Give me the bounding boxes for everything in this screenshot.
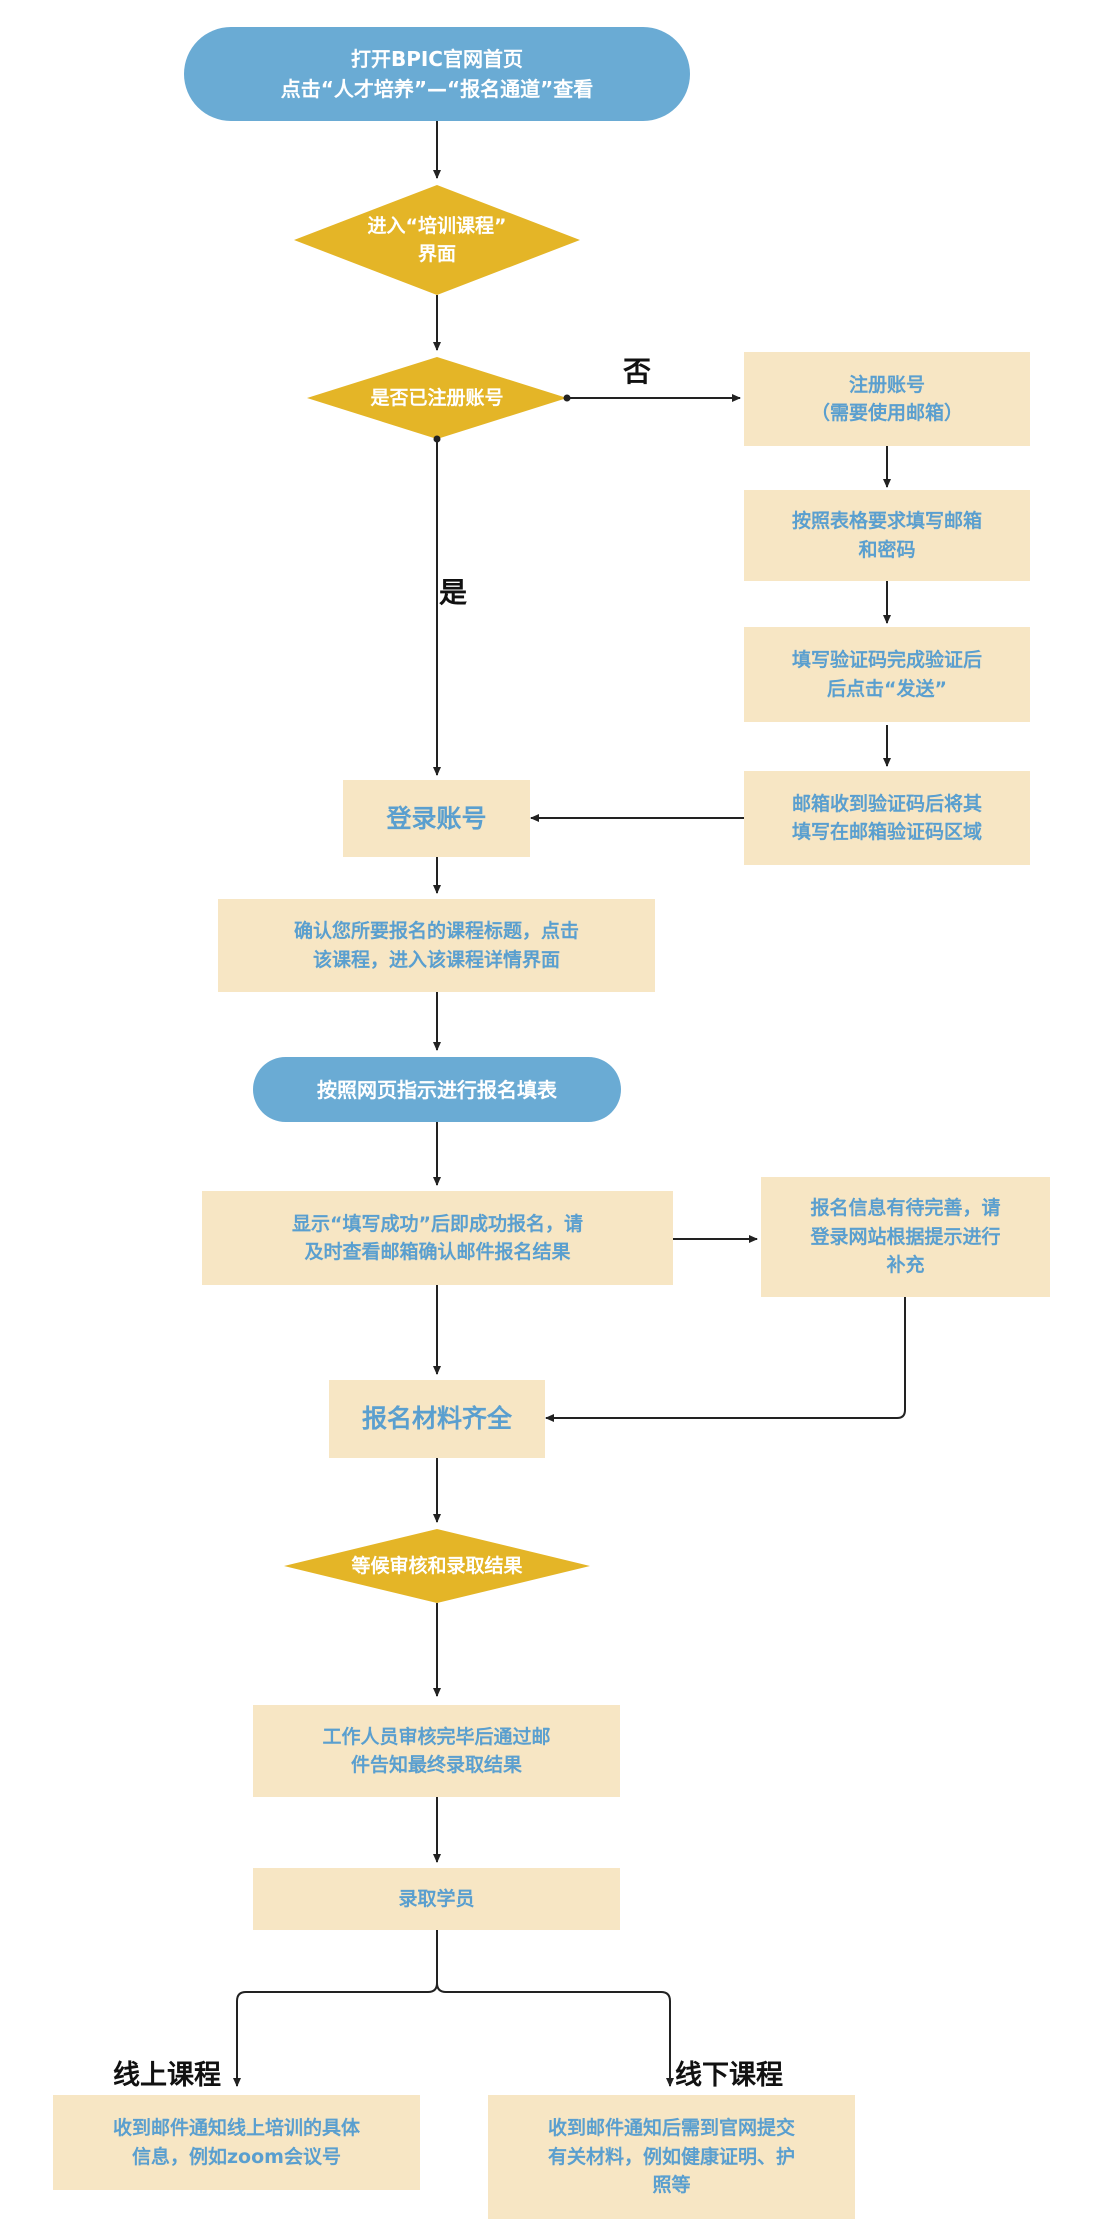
enter-courses-line-1: 进入“培训课程” <box>367 214 507 237</box>
online-info-box: 收到邮件通知线上培训的具体 信息，例如zoom会议号 <box>53 2095 420 2190</box>
show-success-line-1: 显示“填写成功”后即成功报名，请 <box>292 1212 583 1235</box>
registered-check-decision: 是否已注册账号 <box>307 357 567 439</box>
fill-form-node: 按照网页指示进行报名填表 <box>253 1057 621 1122</box>
enter-courses-line-2: 界面 <box>417 243 456 265</box>
decision-diamond-enter-courses <box>294 185 580 295</box>
edge-label-no: 否 <box>623 355 652 388</box>
fill-email-line-1: 按照表格要求填写邮箱 <box>791 510 982 532</box>
confirm-course-line-1: 确认您所要报名的课程标题，点击 <box>293 920 579 942</box>
staff-review-line-2: 件告知最终录取结果 <box>350 1754 522 1776</box>
offline-info-line-1: 收到邮件通知后需到官网提交 <box>547 2117 795 2140</box>
register-account-line-2: （需要使用邮箱） <box>810 402 963 424</box>
edge-pending-to-materials <box>545 1297 906 1422</box>
edge-label-yes: 是 <box>439 576 468 609</box>
edge-label-offline: 线下课程 <box>675 2060 783 2091</box>
edge-admitted-split <box>233 1930 438 2087</box>
wait-review-label: 等候审核和录取结果 <box>351 1554 523 1577</box>
offline-info-box: 收到邮件通知后需到官网提交 有关材料，例如健康证明、护 照等 <box>488 2095 855 2219</box>
enter-courses-decision: 进入“培训课程” 界面 <box>294 185 580 295</box>
start-line-1: 打开BPIC官网首页 <box>350 47 523 71</box>
show-success-box: 显示“填写成功”后即成功报名，请 及时查看邮箱确认邮件报名结果 <box>202 1191 673 1285</box>
materials-complete-box: 报名材料齐全 <box>329 1380 545 1458</box>
email-code-line-1: 邮箱收到验证码后将其 <box>791 792 982 815</box>
register-account-box: 注册账号 （需要使用邮箱） <box>744 352 1030 446</box>
fill-email-line-2: 和密码 <box>858 538 916 561</box>
confirm-course-box: 确认您所要报名的课程标题，点击 该课程，进入该课程详情界面 <box>218 899 655 992</box>
info-pending-box: 报名信息有待完善，请 登录网站根据提示进行 补充 <box>761 1177 1050 1297</box>
offline-info-line-3: 照等 <box>652 2174 691 2197</box>
start-line-2: 点击“人才培养”—“报名通道”查看 <box>280 77 594 101</box>
email-code-line-2: 填写在邮箱验证码区域 <box>791 821 982 843</box>
confirm-course-line-2: 该课程，进入该课程详情界面 <box>312 948 560 971</box>
info-pending-line-1: 报名信息有待完善，请 <box>810 1197 1001 1220</box>
offline-info-line-2: 有关材料，例如健康证明、护 <box>547 2145 795 2168</box>
edge-label-online: 线上课程 <box>113 2060 221 2091</box>
show-success-line-2: 及时查看邮箱确认邮件报名结果 <box>304 1241 571 1263</box>
fill-code-box: 填写验证码完成验证后 后点击“发送” <box>744 627 1030 722</box>
login-box: 登录账号 <box>343 780 530 857</box>
decision-diamond-registered <box>307 357 567 439</box>
login-label: 登录账号 <box>386 803 487 833</box>
wait-review-decision: 等候审核和录取结果 <box>284 1529 590 1603</box>
start-node: 打开BPIC官网首页 点击“人才培养”—“报名通道”查看 <box>184 27 690 121</box>
email-code-box: 邮箱收到验证码后将其 填写在邮箱验证码区域 <box>744 771 1030 865</box>
fill-code-line-1: 填写验证码完成验证后 <box>791 649 982 671</box>
info-pending-line-3: 补充 <box>886 1254 925 1277</box>
registered-check-label: 是否已注册账号 <box>370 386 504 409</box>
register-account-line-1: 注册账号 <box>848 373 925 396</box>
fill-code-line-2: 后点击“发送” <box>827 677 947 700</box>
fill-email-box: 按照表格要求填写邮箱 和密码 <box>744 490 1030 581</box>
staff-review-box: 工作人员审核完毕后通过邮 件告知最终录取结果 <box>253 1705 620 1797</box>
info-pending-line-2: 登录网站根据提示进行 <box>810 1225 1001 1248</box>
junction-dot-yes <box>433 435 441 443</box>
admitted-label: 录取学员 <box>398 1887 475 1910</box>
edge-admitted-offline <box>436 1982 674 2087</box>
online-info-line-2: 信息，例如zoom会议号 <box>132 2145 341 2168</box>
materials-complete-label: 报名材料齐全 <box>361 1404 512 1434</box>
decision-diamond-wait-review <box>284 1529 590 1603</box>
online-info-line-1: 收到邮件通知线上培训的具体 <box>112 2117 360 2139</box>
fill-form-label: 按照网页指示进行报名填表 <box>317 1077 557 1102</box>
junction-dot-no <box>563 394 571 402</box>
staff-review-line-1: 工作人员审核完毕后通过邮 <box>322 1725 551 1748</box>
admitted-box: 录取学员 <box>253 1868 620 1930</box>
